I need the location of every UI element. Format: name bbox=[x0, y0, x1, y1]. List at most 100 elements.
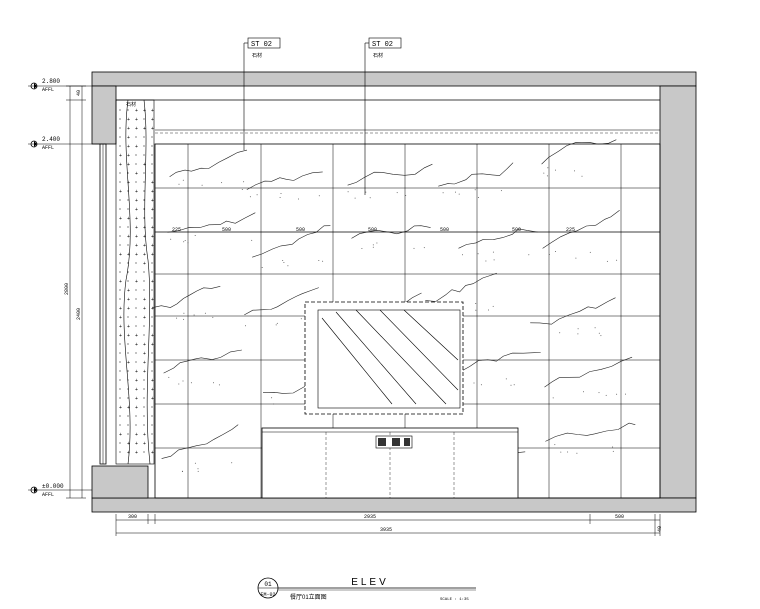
marble-speck bbox=[477, 253, 479, 255]
pillar-dot bbox=[143, 181, 145, 183]
pillar-mark: + bbox=[127, 306, 130, 312]
pillar-mark: + bbox=[143, 234, 146, 240]
pillar-mark: + bbox=[135, 225, 138, 231]
marble-speck bbox=[442, 192, 444, 194]
pillar-dot bbox=[135, 424, 137, 426]
pillar-dot bbox=[127, 352, 129, 354]
pillar-dot bbox=[127, 208, 129, 210]
pillar-mark: + bbox=[127, 360, 130, 366]
pillar-mark: + bbox=[135, 279, 138, 285]
pillar-dot bbox=[135, 352, 137, 354]
title-name: 餐厅01立面图 bbox=[290, 593, 327, 601]
level-top-sub: AFFL bbox=[42, 87, 54, 93]
marble-speck bbox=[243, 181, 245, 183]
tag-2-code: ST 02 bbox=[372, 41, 393, 49]
pillar-mark: + bbox=[143, 306, 146, 312]
bottom-dim-a: 300 bbox=[128, 514, 137, 520]
right-wall bbox=[659, 85, 697, 499]
pillar-mark: + bbox=[143, 243, 146, 249]
marble-speck bbox=[485, 260, 487, 262]
pillar-mark: + bbox=[119, 252, 122, 258]
pillar-mark: + bbox=[119, 216, 122, 222]
pillar-dot bbox=[119, 397, 121, 399]
marble-speck bbox=[577, 328, 579, 330]
marble-speck bbox=[361, 248, 363, 249]
pillar-dot bbox=[143, 208, 145, 210]
marble-speck bbox=[300, 318, 302, 320]
marble-speck bbox=[193, 314, 195, 316]
pillar-dot bbox=[127, 226, 129, 228]
pillar-dot bbox=[119, 262, 121, 264]
title-sheet: EM-02 bbox=[260, 592, 275, 598]
marble-speck bbox=[241, 189, 243, 190]
pillar-dot bbox=[119, 235, 121, 237]
socket-b bbox=[392, 438, 400, 446]
left-dim-40: 40 bbox=[76, 90, 82, 96]
pillar-dot bbox=[143, 415, 145, 417]
marble-speck bbox=[365, 191, 367, 193]
marble-vein bbox=[458, 228, 538, 249]
marble-speck bbox=[547, 167, 549, 169]
pillar-dot bbox=[127, 280, 129, 282]
pillar-dot bbox=[151, 433, 153, 435]
pillar-texture: ++++++++++++++++++++++++++++++++++++++++… bbox=[119, 108, 154, 456]
pillar-dot bbox=[151, 370, 153, 372]
pillar-mark: + bbox=[143, 252, 146, 258]
socket-a bbox=[378, 438, 386, 446]
pillar-label: 石材 bbox=[126, 101, 136, 108]
pillar-mark: + bbox=[151, 234, 154, 240]
marble-vein bbox=[438, 162, 514, 187]
pillar-dot bbox=[119, 271, 121, 273]
marble-speck bbox=[256, 194, 258, 196]
pillar-dot bbox=[143, 136, 145, 138]
pillar-mark: + bbox=[151, 198, 154, 204]
marble-speck bbox=[577, 333, 579, 335]
marble-speck bbox=[183, 241, 185, 243]
pillar-dot bbox=[135, 181, 137, 183]
pillar-dot bbox=[143, 334, 145, 336]
pillar-mark: + bbox=[135, 450, 138, 456]
marble-speck bbox=[606, 260, 608, 262]
marble-speck bbox=[574, 170, 575, 172]
marble-speck bbox=[462, 254, 463, 256]
pillar-dot bbox=[151, 136, 153, 138]
marble-vein bbox=[163, 349, 242, 374]
marble-speck bbox=[583, 391, 584, 393]
marble-speck bbox=[513, 384, 515, 386]
pillar-curve-2 bbox=[143, 99, 151, 465]
marble-speck bbox=[276, 322, 278, 324]
pillar-mark: + bbox=[143, 369, 146, 375]
pillar-dot bbox=[119, 199, 121, 201]
marble-speck bbox=[261, 267, 263, 268]
marble-speck bbox=[197, 470, 199, 472]
marble-speck bbox=[213, 382, 214, 384]
marble-speck bbox=[184, 240, 186, 241]
marble-speck bbox=[475, 309, 477, 311]
marble-vein bbox=[530, 297, 616, 325]
marble-speck bbox=[555, 251, 556, 252]
marble-speck bbox=[598, 332, 600, 334]
marble-vein bbox=[544, 356, 633, 388]
pillar-mark: + bbox=[127, 333, 130, 339]
pillar-dot bbox=[135, 136, 137, 138]
marble-speck bbox=[493, 259, 495, 261]
pillar-mark: + bbox=[151, 306, 154, 312]
marble-speck bbox=[273, 403, 275, 405]
marble-speck bbox=[201, 184, 203, 186]
pillar-mark: + bbox=[119, 315, 122, 321]
title-heading: ELEV bbox=[351, 577, 389, 588]
pillar-mark: + bbox=[143, 297, 146, 303]
marble-speck bbox=[625, 393, 626, 395]
pillar-mark: + bbox=[119, 333, 122, 339]
pillar-mark: + bbox=[151, 450, 154, 456]
marble-speck bbox=[581, 175, 583, 177]
pillar-dot bbox=[135, 316, 137, 318]
marble-speck bbox=[187, 242, 189, 244]
tag-callout-1: ST 02 石材 bbox=[243, 37, 281, 150]
pillar-mark: + bbox=[151, 126, 154, 132]
pillar-mark: + bbox=[151, 108, 154, 114]
pillar-mark: + bbox=[151, 378, 154, 384]
panel-dim-3: 500 bbox=[368, 227, 377, 233]
pillar-mark: + bbox=[119, 153, 122, 159]
marble-vein bbox=[152, 286, 221, 308]
